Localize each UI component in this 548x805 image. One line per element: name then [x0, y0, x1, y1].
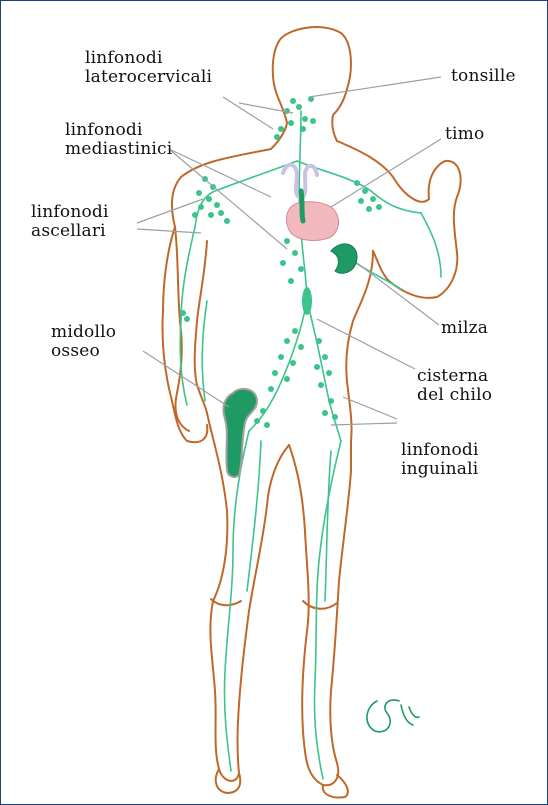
label-tonsille: tonsille — [451, 67, 516, 86]
spleen-shape — [331, 244, 357, 273]
femur-marrow-shape — [223, 389, 257, 477]
body-outline — [162, 27, 460, 797]
cisterna-shape — [302, 287, 312, 315]
label-linfonodi-ascellari: linfonodi ascellari — [31, 203, 109, 241]
label-milza: milza — [441, 319, 488, 338]
label-midollo-osseo: midollo osseo — [51, 323, 116, 361]
leader-lines — [137, 77, 441, 425]
label-linfonodi-mediastinici: linfonodi mediastinici — [65, 121, 172, 159]
label-linfonodi-laterocervicali: linfonodi laterocervicali — [85, 49, 212, 87]
label-cisterna-del-chilo: cisterna del chilo — [417, 367, 492, 405]
artist-signature — [367, 700, 419, 732]
label-linfonodi-inguinali: linfonodi inguinali — [401, 441, 479, 479]
label-timo: timo — [445, 125, 484, 144]
thymus-shape — [287, 202, 339, 241]
trachea-shape — [301, 191, 303, 221]
